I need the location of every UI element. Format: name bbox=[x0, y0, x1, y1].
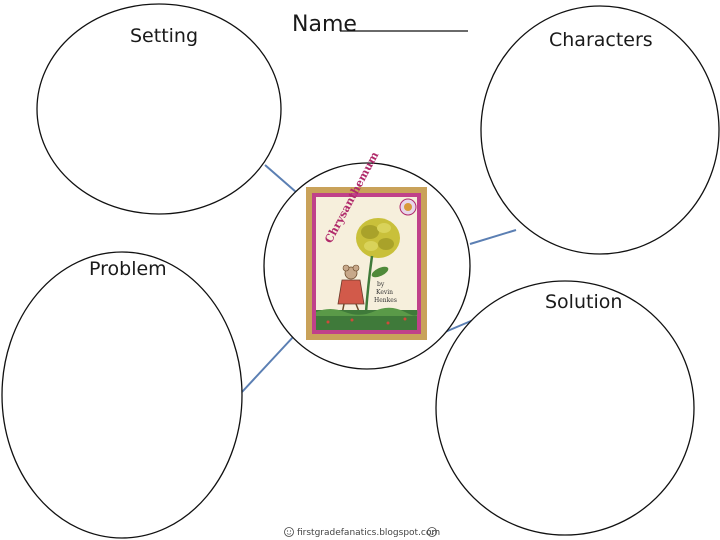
book-cover: Chrysanthemum by bbox=[306, 149, 427, 340]
setting-bubble[interactable] bbox=[36, 3, 282, 215]
problem-bubble[interactable] bbox=[1, 251, 243, 539]
name-label: Name bbox=[292, 12, 357, 37]
setting-label: Setting bbox=[130, 25, 198, 47]
problem-label: Problem bbox=[89, 258, 167, 280]
cover-by: by bbox=[377, 281, 385, 288]
award-seal-center bbox=[404, 203, 412, 211]
smiley-left-icon bbox=[284, 527, 294, 537]
smiley-right-icon bbox=[427, 527, 437, 537]
cover-flower-dot bbox=[403, 317, 407, 321]
cover-flower-dot bbox=[386, 321, 390, 325]
footer-credit: firstgradefanatics.blogspot.com bbox=[284, 527, 440, 538]
characters-bubble[interactable] bbox=[480, 5, 720, 255]
cover-grass-top bbox=[316, 307, 418, 316]
footer-credit-text: firstgradefanatics.blogspot.com bbox=[297, 528, 440, 538]
cover-flower-dot bbox=[350, 318, 354, 322]
cover-author-first: Kevin bbox=[376, 289, 393, 296]
cover-flower-dot bbox=[326, 320, 330, 324]
solution-label: Solution bbox=[545, 291, 622, 313]
connector-characters bbox=[469, 229, 517, 245]
connector-problem bbox=[241, 335, 295, 393]
solution-bubble[interactable] bbox=[435, 280, 695, 536]
flower-icon bbox=[356, 218, 400, 313]
characters-label: Characters bbox=[549, 29, 653, 51]
cover-author-last: Henkes bbox=[374, 297, 397, 304]
connector-setting bbox=[264, 164, 297, 193]
